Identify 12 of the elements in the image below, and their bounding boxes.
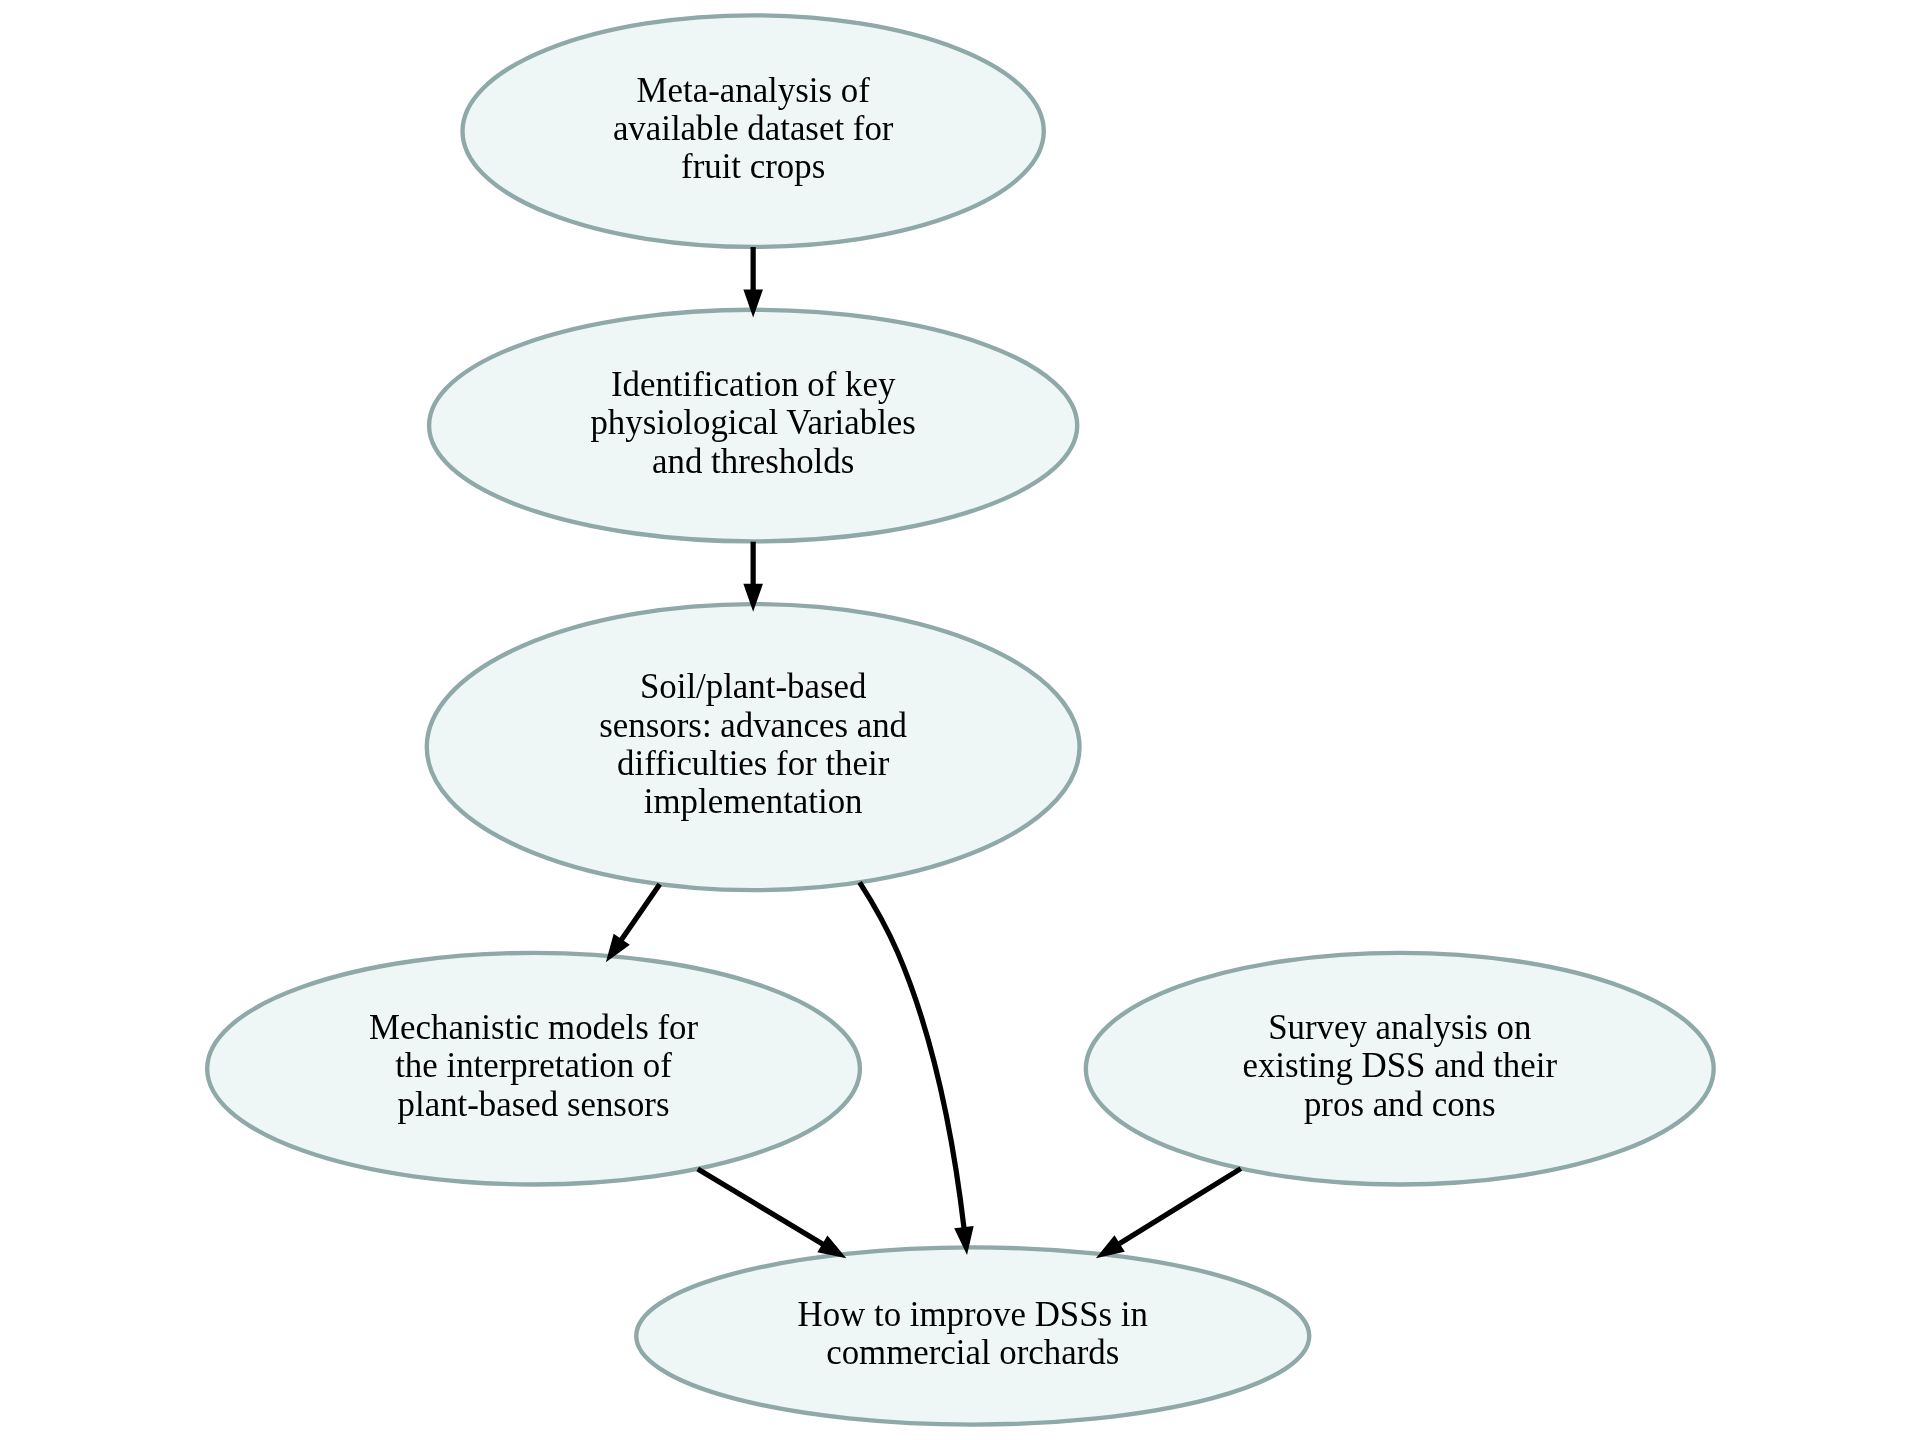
arrow [856, 880, 974, 1255]
arrow [695, 1166, 846, 1259]
arrow [742, 247, 763, 318]
arrow [1095, 1166, 1242, 1259]
node-ellipse: How to improve DSSs in commercial orchards [633, 1245, 1311, 1427]
node-ellipse: Meta-analysis of available dataset for fruit crops [459, 13, 1046, 250]
node-ellipse: Soil/plant-based sensors: advances and difficulties for their implementation [424, 601, 1082, 893]
arrow [742, 541, 763, 612]
arrow [605, 882, 662, 963]
node-ellipse: Mechanistic models for the interpretation of plant-based sensors [204, 950, 862, 1187]
node-ellipse: Identification of key physiological Variables and thresholds [426, 307, 1079, 544]
node-ellipse: Survey analysis on existing DSS and their pros and cons [1083, 950, 1716, 1187]
